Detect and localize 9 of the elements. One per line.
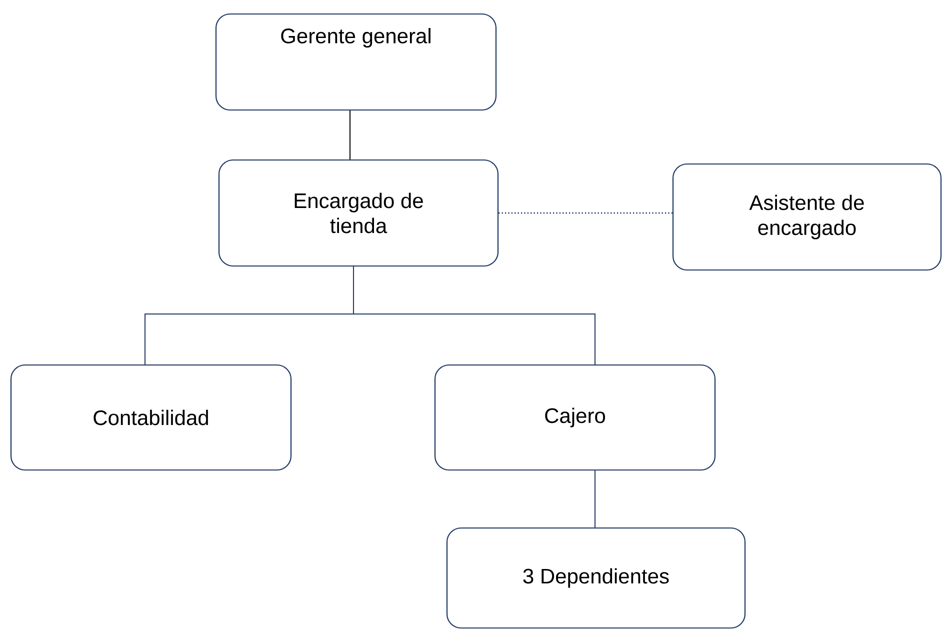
org-box: Contabilidad — [10, 364, 292, 471]
org-box: Cajero — [434, 364, 716, 471]
org-box: Gerente general — [215, 13, 497, 111]
org-box: Asistente de encargado — [672, 163, 942, 271]
connector-line — [353, 266, 596, 365]
connector-line — [594, 470, 596, 528]
org-box: Encargado de tienda — [218, 159, 499, 267]
org-box: 3 Dependientes — [446, 527, 746, 629]
connector-line — [498, 212, 672, 214]
